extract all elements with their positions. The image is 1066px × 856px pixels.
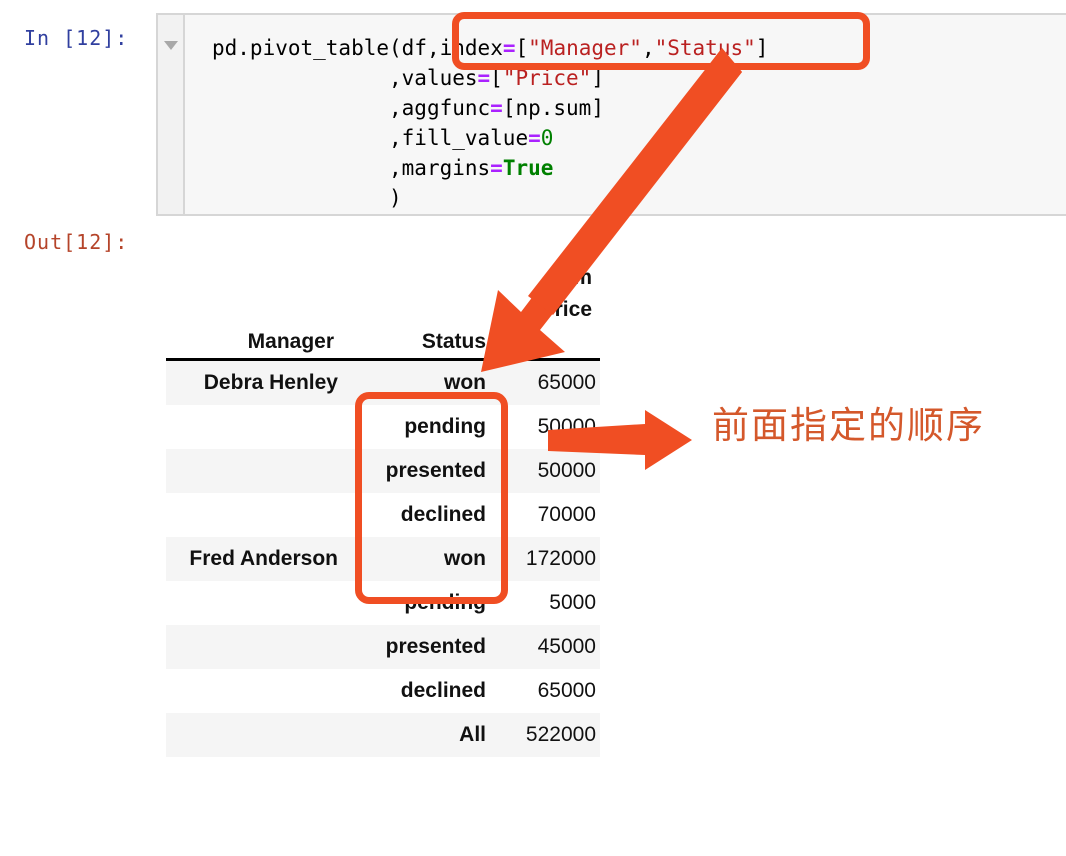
triangle-down-icon[interactable] xyxy=(164,41,178,50)
cell-value: 65000 xyxy=(500,358,600,405)
cell-manager xyxy=(166,625,352,669)
in-prompt-label: In [12]: xyxy=(24,26,129,50)
cell-status: pending xyxy=(352,581,500,625)
cell-gutter xyxy=(158,15,185,214)
code-func: pd.pivot_table xyxy=(212,36,390,60)
header-spacer-3 xyxy=(166,294,352,326)
out-prompt-label: Out[12]: xyxy=(24,230,129,254)
cell-status: won xyxy=(352,537,500,581)
cell-value: 50000 xyxy=(500,449,600,493)
cell-value: 45000 xyxy=(500,625,600,669)
order-note-text: 前面指定的顺序 xyxy=(712,404,985,447)
cell-manager xyxy=(166,449,352,493)
cell-manager xyxy=(166,405,352,449)
code-kw-index: index xyxy=(439,36,503,60)
code-kw-margins: margins xyxy=(401,156,491,180)
cell-manager: Debra Henley xyxy=(166,358,352,405)
cell-status: declined xyxy=(352,493,500,537)
cell-value: 65000 xyxy=(500,669,600,713)
code-kw-values: values xyxy=(401,66,478,90)
header-aggfunc: sum xyxy=(500,262,600,294)
header-row-agg: sum xyxy=(166,262,600,294)
header-spacer-1 xyxy=(166,262,352,294)
header-spacer-5 xyxy=(500,326,600,360)
code-kw-fill: fill_value xyxy=(401,126,529,150)
header-spacer-2 xyxy=(352,262,500,294)
cell-status: won xyxy=(352,358,500,405)
header-status: Status xyxy=(352,326,500,360)
cell-value: 50000 xyxy=(500,405,600,449)
code-val-margins: True xyxy=(502,156,554,180)
code-kw-aggfunc: aggfunc xyxy=(401,96,491,120)
cell-manager xyxy=(166,581,352,625)
cell-manager xyxy=(166,669,352,713)
code-cell[interactable]: pd.pivot_table(df,index=["Manager","Stat… xyxy=(156,13,1066,216)
code-val-fill: 0 xyxy=(540,126,554,150)
header-spacer-4 xyxy=(352,294,500,326)
header-row-value: Price xyxy=(166,294,600,326)
cell-status: declined xyxy=(352,669,500,713)
code-source: pd.pivot_table(df,index=["Manager","Stat… xyxy=(212,36,769,210)
cell-value: 172000 xyxy=(500,537,600,581)
cell-status: pending xyxy=(352,405,500,449)
header-row-index-names: Manager Status xyxy=(166,326,600,360)
cell-value: 5000 xyxy=(500,581,600,625)
code-arg-df: df xyxy=(401,36,427,60)
cell-status: presented xyxy=(352,449,500,493)
code-editor[interactable]: pd.pivot_table(df,index=["Manager","Stat… xyxy=(187,15,1066,214)
cell-total-label: All xyxy=(166,713,500,757)
cell-status: presented xyxy=(352,625,500,669)
cell-value: 70000 xyxy=(500,493,600,537)
cell-manager xyxy=(166,493,352,537)
table-head: sum Price Manager Status xyxy=(166,262,600,360)
header-manager: Manager xyxy=(166,326,352,360)
header-value-field: Price xyxy=(500,294,600,326)
cell-total-value: 522000 xyxy=(500,713,600,757)
cell-manager: Fred Anderson xyxy=(166,537,352,581)
